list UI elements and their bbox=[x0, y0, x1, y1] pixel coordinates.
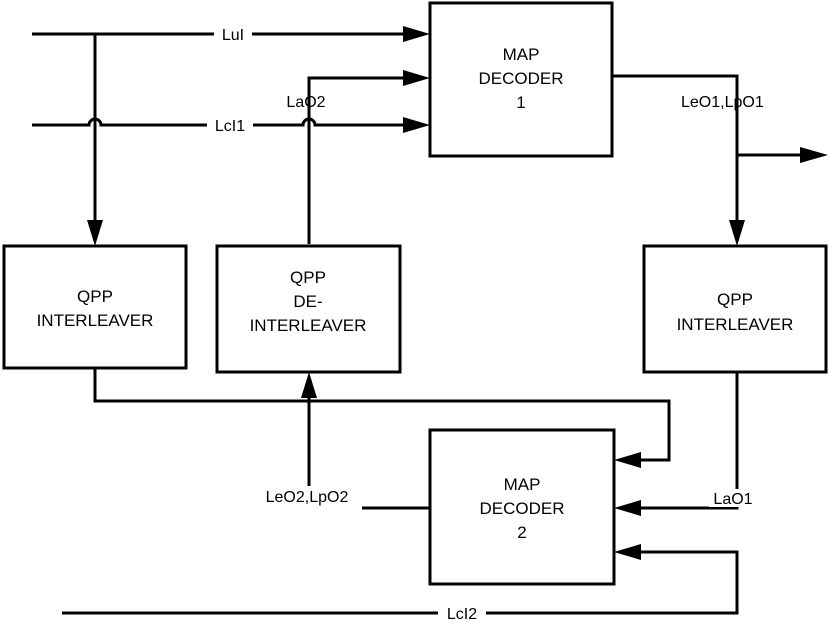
qpp-interleaver-left-line1: QPP bbox=[77, 287, 113, 306]
label-leo2-lpo2: LeO2,LpO2 bbox=[266, 489, 349, 506]
label-lci1: LcI1 bbox=[215, 118, 245, 135]
arrow-interleaver-left-in bbox=[87, 220, 103, 246]
qpp-interleaver-left-block: QPP INTERLEAVER bbox=[2, 244, 188, 370]
label-leo1-lpo1: LeO1,LpO1 bbox=[681, 94, 764, 111]
qpp-interleaver-left-line2: INTERLEAVER bbox=[37, 311, 154, 330]
map-decoder-2-line1: MAP bbox=[504, 475, 541, 494]
qpp-deinterleaver-line2: DE- bbox=[293, 292, 322, 311]
arrow-md2-mid bbox=[614, 500, 641, 516]
map-decoder-1-block: MAP DECODER 1 bbox=[428, 1, 614, 158]
map-decoder-1-line2: DECODER bbox=[478, 69, 563, 88]
wire-lci2 bbox=[62, 550, 739, 615]
label-lao1: LaO1 bbox=[713, 491, 752, 508]
wire-leo1 bbox=[612, 74, 739, 224]
arrow-lao2 bbox=[403, 70, 430, 86]
map-decoder-1-line3: 1 bbox=[516, 93, 525, 112]
label-lci2: LcI2 bbox=[447, 606, 477, 623]
wire-lci1 bbox=[32, 117, 405, 127]
map-decoder-2-block: MAP DECODER 2 bbox=[428, 428, 616, 586]
map-decoder-2-line2: DECODER bbox=[479, 499, 564, 518]
arrow-output bbox=[800, 147, 828, 163]
arrow-md2-bottom bbox=[614, 544, 641, 560]
map-decoder-2-line3: 2 bbox=[517, 523, 526, 542]
qpp-deinterleaver-line3: INTERLEAVER bbox=[250, 316, 367, 335]
label-lao2: LaO2 bbox=[286, 94, 325, 111]
qpp-interleaver-right-line1: QPP bbox=[717, 290, 753, 309]
qpp-interleaver-right-block: QPP INTERLEAVER bbox=[642, 244, 828, 374]
wire-lao1 bbox=[640, 372, 739, 510]
arrow-lui bbox=[403, 26, 430, 42]
arrow-deinterleaver-in bbox=[301, 372, 317, 398]
qpp-deinterleaver-block: QPP DE- INTERLEAVER bbox=[215, 244, 402, 374]
arrow-interleaver-right-in bbox=[729, 220, 745, 246]
qpp-deinterleaver-line1: QPP bbox=[290, 268, 326, 287]
label-lui: LuI bbox=[222, 27, 244, 44]
arrow-lci1 bbox=[403, 117, 430, 133]
wire-lao2 bbox=[307, 76, 405, 244]
map-decoder-1-line1: MAP bbox=[503, 45, 540, 64]
qpp-interleaver-right-line2: INTERLEAVER bbox=[677, 315, 794, 334]
wire-interleaver-left-out bbox=[93, 368, 671, 462]
arrow-md2-top bbox=[614, 452, 641, 468]
